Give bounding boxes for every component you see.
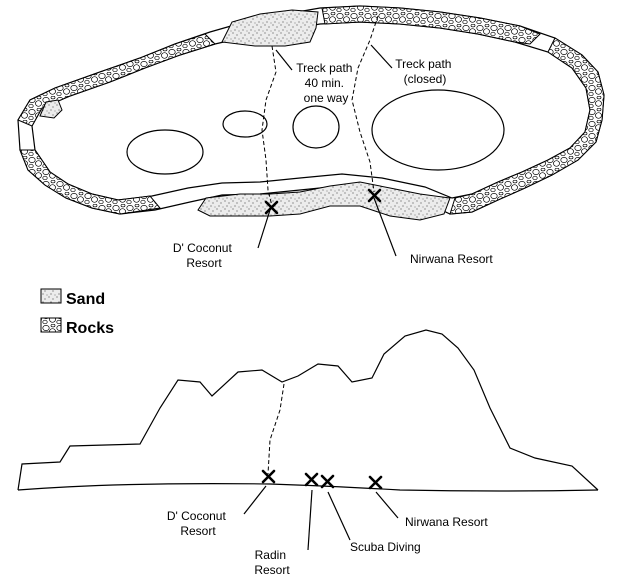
legend-rocks-label: Rocks [66, 320, 114, 337]
island-profile-view: D' Coconut Resort Radin Resort Scuba Div… [17, 329, 599, 577]
treck-path-open-label: Treck path 40 min. one way [296, 61, 356, 105]
treck-path-open-line [261, 45, 277, 207]
leader-treck-open [275, 49, 293, 71]
leader-top-dcoconut [257, 209, 271, 249]
rock-band-north [321, 5, 541, 45]
top-nirwana-label: Nirwana Resort [410, 252, 493, 266]
sea-level-line [17, 483, 599, 492]
leader-radin [307, 489, 313, 551]
bottom-dcoconut-label: D' Coconut Resort [167, 509, 229, 538]
legend: Sand Rocks [40, 288, 114, 337]
leader-bottom-nirwana [375, 491, 399, 519]
radin-label: Radin Resort [254, 548, 290, 577]
top-dcoconut-label: D' Coconut Resort [173, 241, 235, 270]
leader-scuba [327, 491, 351, 541]
island-inner-coast [31, 21, 591, 201]
leader-top-nirwana [373, 197, 397, 257]
sand-patch-west [39, 99, 63, 119]
rock-band-southwest [19, 149, 161, 215]
scuba-label: Scuba Diving [350, 540, 421, 554]
marker-nirwana-top [367, 188, 382, 203]
lake-4 [371, 89, 505, 171]
lake-1 [126, 129, 204, 175]
marker-scuba [320, 474, 335, 489]
treck-path-closed-line [351, 15, 379, 193]
marker-dcoconut-top [264, 200, 279, 215]
lake-3 [292, 105, 340, 149]
terrain-profile [17, 329, 599, 491]
marker-dcoconut-bottom [261, 469, 276, 484]
leader-treck-closed [370, 44, 393, 69]
sand-patch-north [221, 9, 319, 47]
lake-2 [222, 110, 268, 138]
legend-rocks-swatch [40, 317, 62, 333]
rock-band-east [449, 37, 605, 215]
sand-beach-south [197, 181, 451, 221]
treck-path-closed-label: Treck path (closed) [395, 57, 455, 86]
marker-radin [304, 472, 319, 487]
island-plan-view: Treck path 40 min. one way Treck path (c… [17, 5, 605, 270]
leader-bottom-dcoconut [243, 485, 267, 515]
profile-treck-path [267, 383, 285, 475]
bottom-nirwana-label: Nirwana Resort [405, 515, 488, 529]
legend-sand-swatch [40, 288, 62, 304]
marker-nirwana-bottom [368, 475, 383, 490]
legend-sand-label: Sand [66, 291, 105, 308]
